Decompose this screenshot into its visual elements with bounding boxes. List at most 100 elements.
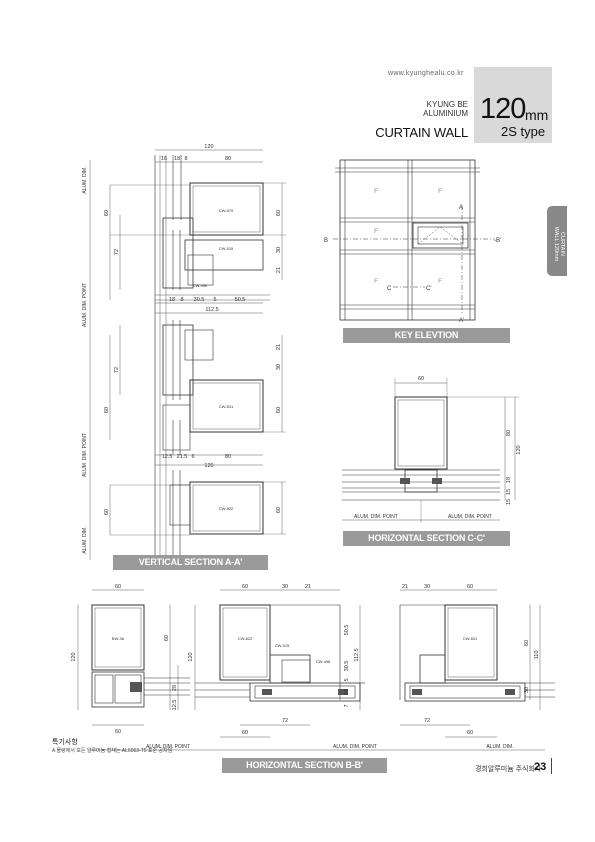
dim-text: 120 bbox=[516, 445, 522, 454]
dim-text: 60 bbox=[115, 729, 121, 735]
alum-dim-label: ALUM. DIM. bbox=[82, 526, 88, 553]
section-mark: C bbox=[387, 286, 392, 292]
dim-text: 21 bbox=[305, 584, 311, 590]
note-title: 특기사항 bbox=[52, 739, 78, 746]
dim-text: 120 bbox=[204, 144, 213, 150]
dim-text: 80 bbox=[225, 156, 231, 162]
alum-dim-point-label: ALUM. DIM. POINT bbox=[448, 514, 492, 520]
dim-text: 16 bbox=[161, 156, 167, 162]
profile-code: CW-831 bbox=[463, 636, 478, 641]
dim-text: 15 bbox=[506, 499, 512, 505]
alum-dim-point-label: ALUM. DIM. POINT bbox=[333, 744, 377, 750]
dim-text: 60 bbox=[164, 635, 170, 641]
dim-text: 72 bbox=[114, 367, 120, 373]
profile-code: CW-515 bbox=[275, 643, 290, 648]
page-divider bbox=[551, 758, 552, 774]
panel-mark: F bbox=[438, 279, 442, 285]
dim-text: 80 bbox=[506, 430, 512, 436]
dim-text: 60 bbox=[524, 640, 530, 646]
dim-text: 60 bbox=[276, 407, 282, 413]
dim-text: 60 bbox=[104, 509, 110, 515]
dim-text: 60 bbox=[104, 407, 110, 413]
dim-text: 72 bbox=[424, 718, 430, 724]
dim-text: 5 bbox=[213, 297, 216, 303]
section-mark: A' bbox=[459, 318, 464, 324]
profile-code: CW-879 bbox=[219, 208, 234, 213]
horizontal-bb-drawing bbox=[77, 589, 555, 751]
dim-text: 72 bbox=[282, 718, 288, 724]
dim-text: 50.5 bbox=[344, 625, 350, 636]
dim-text: 60 bbox=[276, 210, 282, 216]
dim-text: 60 bbox=[418, 376, 424, 382]
brand-name: KYUNG BE ALUMINIUM bbox=[390, 100, 468, 118]
note-text: A 물량에서 모든 알루미늄 형재는 AL6063-T5 표준 공차임 bbox=[52, 748, 173, 754]
series-type: 2S type bbox=[501, 124, 546, 139]
profile-code: BW-36 bbox=[112, 636, 125, 641]
vertical-section-drawing bbox=[89, 149, 286, 560]
alum-dim-point-label: ALUM. DIM. POINT bbox=[82, 433, 88, 477]
alum-dim-point-label: ALUM. DIM. POINT bbox=[354, 514, 398, 520]
horizontal-bb-label: HORIZONTAL SECTION B-B' bbox=[222, 758, 387, 773]
dim-text: 30 bbox=[276, 364, 282, 370]
brand-line-1: KYUNG BE bbox=[426, 100, 468, 109]
section-mark: B bbox=[324, 238, 328, 244]
dim-text: 21 bbox=[402, 584, 408, 590]
dim-text: 12.5 bbox=[162, 454, 173, 460]
dim-text: 120 bbox=[71, 652, 77, 661]
panel-mark: F bbox=[374, 229, 378, 235]
dim-text: 112.5 bbox=[205, 307, 218, 313]
dim-text: 15 bbox=[506, 489, 512, 495]
dim-text: 120 bbox=[188, 652, 194, 661]
dim-text: 18 bbox=[506, 477, 512, 483]
alum-dim-label: ALUM. DIM. bbox=[82, 166, 88, 193]
dim-text: 30 bbox=[524, 687, 530, 693]
dim-text: 30 bbox=[424, 584, 430, 590]
profile-code: CW-496 bbox=[193, 283, 208, 288]
product-title: CURTAIN WALL bbox=[375, 125, 468, 140]
horizontal-cc-drawing bbox=[342, 378, 519, 523]
section-mark: -B' bbox=[494, 238, 501, 244]
profile-code: CW-831 bbox=[219, 404, 234, 409]
dim-text: 18 bbox=[169, 297, 175, 303]
dim-text: 21 bbox=[276, 344, 282, 350]
dim-text: 7 bbox=[344, 704, 350, 707]
panel-mark: F bbox=[374, 189, 378, 195]
dim-text: 120 bbox=[204, 463, 213, 469]
vertical-section-label: VERTICAL SECTION A-A' bbox=[113, 555, 268, 570]
dim-text: 60 bbox=[242, 584, 248, 590]
dim-text: 50.5 bbox=[235, 297, 246, 303]
dim-text: 72 bbox=[114, 249, 120, 255]
size-unit: mm bbox=[525, 107, 549, 123]
size-badge bbox=[474, 67, 552, 143]
dim-text: 60 bbox=[242, 730, 248, 736]
alum-dim-point-label: ALUM. DIM. POINT bbox=[82, 283, 88, 327]
dim-text: 5 bbox=[344, 678, 350, 681]
dim-text: 110 bbox=[534, 651, 540, 660]
dim-text: 60 bbox=[276, 507, 282, 513]
dim-text: 80 bbox=[225, 454, 231, 460]
dim-text: 18 bbox=[174, 156, 180, 162]
panel-mark: F bbox=[374, 279, 378, 285]
horizontal-cc-label: HORIZONTAL SECTION C-C' bbox=[343, 531, 510, 546]
profile-code: CW-822 bbox=[219, 506, 234, 511]
dim-text: 60 bbox=[467, 730, 473, 736]
website-url: www.kyunghealu.co.kr bbox=[388, 70, 464, 77]
panel-mark: F bbox=[438, 189, 442, 195]
profile-code: CW-515 bbox=[219, 246, 234, 251]
page-number: 23 bbox=[534, 761, 547, 773]
section-mark: A bbox=[459, 205, 463, 211]
profile-code: CW-822 bbox=[238, 636, 253, 641]
alum-dim-label: ALUM. DIM. bbox=[486, 744, 513, 750]
dim-text: 18 bbox=[344, 689, 350, 695]
section-mark: C' bbox=[426, 286, 431, 292]
dim-text: 60 bbox=[467, 584, 473, 590]
dim-text: 60 bbox=[104, 210, 110, 216]
dim-text: 28 bbox=[172, 685, 178, 691]
key-elevation-label: KEY ELEVTION bbox=[343, 328, 510, 343]
alum-dim-point-label: ALUM. DIM. POINT bbox=[146, 744, 190, 750]
dim-text: 30 bbox=[276, 247, 282, 253]
dim-text: 30.5 bbox=[194, 297, 205, 303]
brand-line-2: ALUMINIUM bbox=[423, 109, 468, 118]
side-tab[interactable] bbox=[547, 206, 567, 276]
